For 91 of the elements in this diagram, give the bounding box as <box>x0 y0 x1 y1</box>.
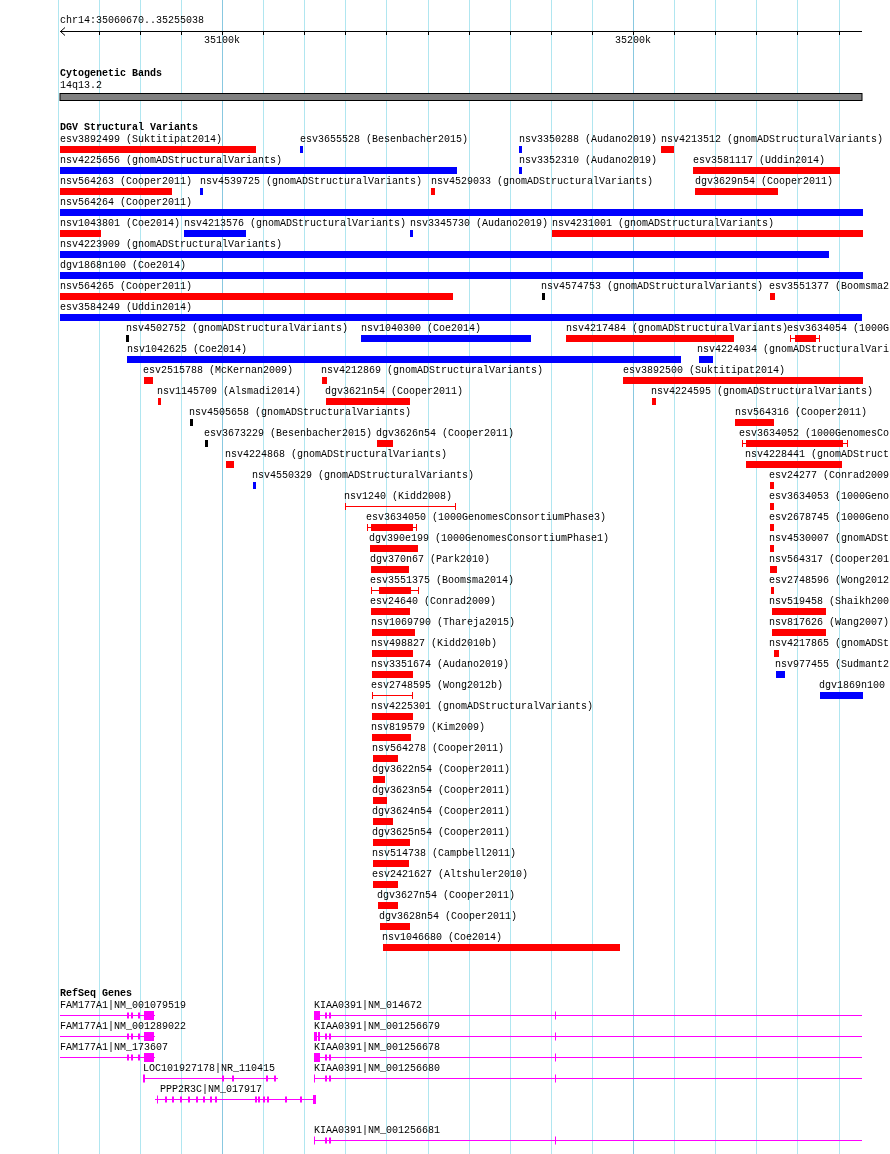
variant-label: nsv4217865 (gnomADSt <box>769 638 890 650</box>
tick-label: 35100k <box>204 35 240 47</box>
variant-label: nsv4574753 (gnomADStructuralVariants) <box>541 281 764 293</box>
variant-label: nsv819579 (Kim2009) <box>371 722 486 734</box>
variant-label: nsv4530007 (gnomADSt <box>769 533 890 545</box>
variant-label: dgv3621n54 (Cooper2011) <box>325 386 464 398</box>
variant-label: nsv1043801 (Coe2014) <box>60 218 181 230</box>
variant-label: esv24640 (Conrad2009) <box>370 596 497 608</box>
variant-label: nsv4529033 (gnomADStructuralVariants) <box>431 176 654 188</box>
variant-label: esv2678745 (1000Geno <box>769 512 890 524</box>
variant-label: nsv498827 (Kidd2010b) <box>371 638 498 650</box>
gene-label: LOC101927178|NR_110415 <box>143 1063 276 1075</box>
variant-label: nsv1069790 (Thareja2015) <box>371 617 516 629</box>
tick-label: 35200k <box>615 35 651 47</box>
gene-label: FAM177A1|NM_001289022 <box>60 1021 187 1033</box>
variant-label: esv3551377 (Boomsma2 <box>769 281 890 293</box>
variant-label: nsv1042625 (Coe2014) <box>127 344 248 356</box>
gene-label: KIAA0391|NM_014672 <box>314 1000 423 1012</box>
variant-label: nsv564278 (Cooper2011) <box>372 743 505 755</box>
variant-label: nsv977455 (Sudmant2 <box>775 659 890 671</box>
variant-label: dgv3624n54 (Cooper2011) <box>372 806 511 818</box>
variant-label: dgv3622n54 (Cooper2011) <box>372 764 511 776</box>
variant-label: nsv4224868 (gnomADStructuralVariants) <box>225 449 448 461</box>
gene-label: PPP2R3C|NM_017917 <box>160 1084 263 1096</box>
gene-label: KIAA0391|NM_001256680 <box>314 1063 441 1075</box>
variant-label: dgv3625n54 (Cooper2011) <box>372 827 511 839</box>
variant-label: nsv1040300 (Coe2014) <box>361 323 482 335</box>
variant-label: esv3584249 (Uddin2014) <box>60 302 193 314</box>
band-label: 14q13.2 <box>60 80 102 92</box>
variant-label: dgv1869n100 <box>819 680 885 692</box>
variant-label: nsv817626 (Wang2007) <box>769 617 890 629</box>
variant-label: nsv4225656 (gnomADStructuralVariants) <box>60 155 283 167</box>
variant-label: nsv564317 (Cooper201 <box>769 554 890 566</box>
variant-label: esv3634050 (1000GenomesConsortiumPhase3) <box>366 512 607 524</box>
variant-label: esv3634054 (1000G <box>787 323 890 335</box>
gene-label: KIAA0391|NM_001256678 <box>314 1042 441 1054</box>
track-heading: Cytogenetic Bands <box>60 68 163 80</box>
variant-label: nsv1240 (Kidd2008) <box>344 491 453 503</box>
variant-label: esv3634052 (1000GenomesCo <box>739 428 890 440</box>
variant-label: nsv1046680 (Coe2014) <box>382 932 503 944</box>
variant-label: nsv1145709 (Alsmadi2014) <box>157 386 302 398</box>
variant-label: dgv390e199 (1000GenomesConsortiumPhase1) <box>369 533 610 545</box>
variant-label: dgv3629n54 (Cooper2011) <box>695 176 834 188</box>
variant-label: nsv4213576 (gnomADStructuralVariants) <box>184 218 407 230</box>
variant-label: esv3634053 (1000Geno <box>769 491 890 503</box>
variant-label: nsv564264 (Cooper2011) <box>60 197 193 209</box>
variant-label: esv2515788 (McKernan2009) <box>143 365 294 377</box>
variant-label: esv2748596 (Wong2012 <box>769 575 890 587</box>
variant-label: nsv4228441 (gnomADStruct <box>745 449 890 461</box>
variant-label: nsv4502752 (gnomADStructuralVariants) <box>126 323 349 335</box>
variant-label: esv3551375 (Boomsma2014) <box>370 575 515 587</box>
variant-label: dgv3626n54 (Cooper2011) <box>376 428 515 440</box>
variant-label: nsv4212869 (gnomADStructuralVariants) <box>321 365 544 377</box>
variant-label: nsv3352310 (Audano2019) <box>519 155 658 167</box>
variant-label: dgv1868n100 (Coe2014) <box>60 260 187 272</box>
variant-label: nsv4223909 (gnomADStructuralVariants) <box>60 239 283 251</box>
gene-label: KIAA0391|NM_001256681 <box>314 1125 441 1137</box>
variant-label: nsv4225301 (gnomADStructuralVariants) <box>371 701 594 713</box>
variant-label: esv3581117 (Uddin2014) <box>693 155 826 167</box>
variant-label: nsv3351674 (Audano2019) <box>371 659 510 671</box>
variant-label: esv3655528 (Besenbacher2015) <box>300 134 469 146</box>
variant-label: esv3673229 (Besenbacher2015) <box>204 428 373 440</box>
variant-label: nsv4550329 (gnomADStructuralVariants) <box>252 470 475 482</box>
variant-label: nsv564265 (Cooper2011) <box>60 281 193 293</box>
variant-label: nsv514738 (Campbell2011) <box>372 848 517 860</box>
track-heading: DGV Structural Variants <box>60 122 199 134</box>
variant-label: dgv3627n54 (Cooper2011) <box>377 890 516 902</box>
gene-label: FAM177A1|NM_173607 <box>60 1042 169 1054</box>
variant-label: nsv564316 (Cooper2011) <box>735 407 868 419</box>
variant-label: nsv4231001 (gnomADStructuralVariants) <box>552 218 775 230</box>
variant-label: esv2748595 (Wong2012b) <box>371 680 504 692</box>
variant-label: nsv3350288 (Audano2019) <box>519 134 658 146</box>
variant-label: nsv519458 (Shaikh200 <box>769 596 890 608</box>
variant-label: nsv4505658 (gnomADStructuralVariants) <box>189 407 412 419</box>
variant-label: dgv3623n54 (Cooper2011) <box>372 785 511 797</box>
gene-label: FAM177A1|NM_001079519 <box>60 1000 187 1012</box>
variant-label: nsv4539725 (gnomADStructuralVariants) <box>200 176 423 188</box>
variant-label: nsv4224595 (gnomADStructuralVariants) <box>651 386 874 398</box>
variant-label: nsv4213512 (gnomADStructuralVariants) <box>661 134 884 146</box>
variant-label: nsv4224034 (gnomADStructuralVari <box>697 344 890 356</box>
variant-label: nsv564263 (Cooper2011) <box>60 176 193 188</box>
variant-label: esv24277 (Conrad2009 <box>769 470 890 482</box>
coordinate-label: chr14:35060670..35255038 <box>60 15 205 27</box>
track-heading: RefSeq Genes <box>60 988 132 1000</box>
variant-label: esv3892500 (Suktitipat2014) <box>623 365 786 377</box>
variant-label: esv3892499 (Suktitipat2014) <box>60 134 223 146</box>
variant-label: nsv3345730 (Audano2019) <box>410 218 549 230</box>
variant-label: esv2421627 (Altshuler2010) <box>372 869 529 881</box>
gene-label: KIAA0391|NM_001256679 <box>314 1021 441 1033</box>
variant-label: dgv370n67 (Park2010) <box>370 554 491 566</box>
variant-label: dgv3628n54 (Cooper2011) <box>379 911 518 923</box>
